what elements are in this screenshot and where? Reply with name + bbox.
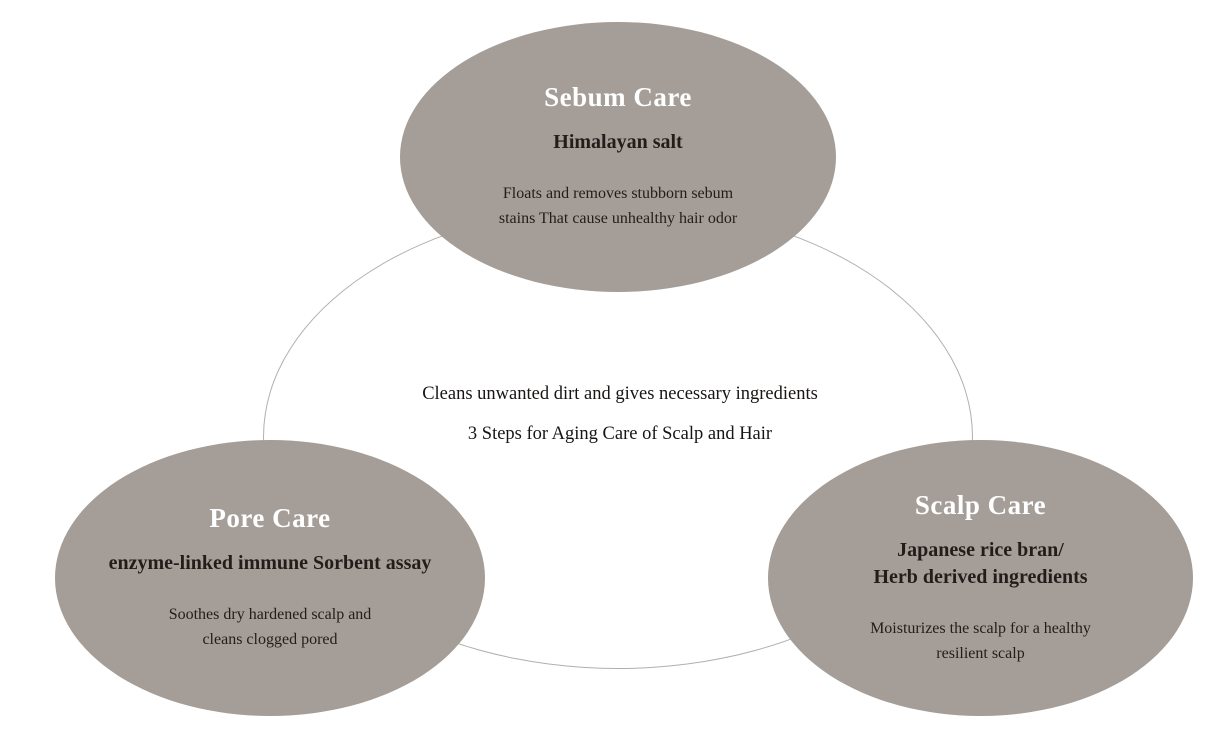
node-subtitle-sebum-care: Himalayan salt [553,131,683,154]
node-body-sebum-care: Floats and removes stubborn sebum stains… [498,185,738,227]
node-title-sebum-care: Sebum Care [544,82,692,113]
node-subtitle-pore-care: enzyme-linked immune Sorbent assay [108,552,432,575]
node-pore-care: Pore Care enzyme-linked immune Sorbent a… [55,440,485,716]
node-title-pore-care: Pore Care [209,503,331,534]
center-caption-line-1: Cleans unwanted dirt and gives necessary… [422,384,818,404]
node-body-pore-care: Soothes dry hardened scalp and cleans cl… [168,606,372,648]
center-caption-line-2: 3 Steps for Aging Care of Scalp and Hair [467,424,773,444]
node-subtitle-scalp-care: Japanese rice bran/ Herb derived ingredi… [873,538,1088,588]
node-scalp-care: Scalp Care Japanese rice bran/ Herb deri… [768,440,1193,716]
node-body-scalp-care: Moisturizes the scalp for a healthy resi… [870,619,1091,662]
center-caption: Cleans unwanted dirt and gives necessary… [0,384,1225,445]
node-title-scalp-care: Scalp Care [914,489,1047,520]
node-sebum-care: Sebum Care Himalayan salt Floats and rem… [400,22,836,292]
